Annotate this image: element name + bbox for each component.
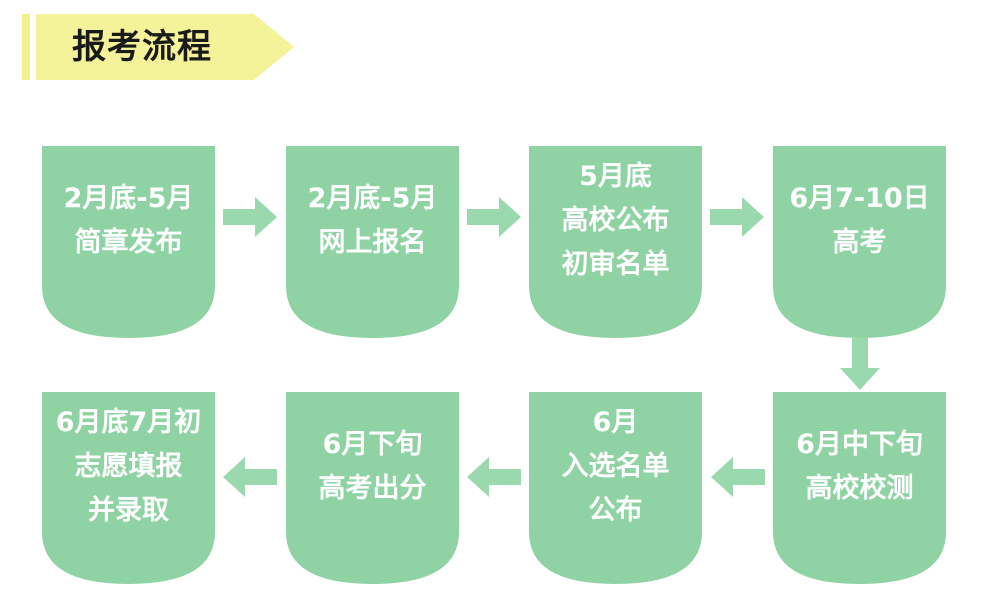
step-node-8: 6月底7月初 志愿填报 并录取 — [42, 392, 215, 584]
step-3-line-3: 初审名单 — [561, 249, 670, 280]
step-4-line-2: 高考 — [832, 227, 887, 258]
step-node-4: 6月7-10日 高考 — [773, 146, 946, 338]
step-1-line-1: 2月底-5月 — [63, 183, 194, 214]
step-8-line-2: 志愿填报 — [74, 451, 183, 482]
step-7-line-2: 高考出分 — [318, 473, 427, 504]
step-6-line-1: 6月 — [592, 407, 639, 438]
step-1-line-2: 简章发布 — [74, 227, 183, 258]
step-6-line-3: 公布 — [588, 495, 643, 526]
arrow-left-icon — [467, 457, 521, 497]
step-7-line-1: 6月下旬 — [322, 429, 423, 460]
arrow-down-icon — [840, 338, 880, 390]
step-5-line-2: 高校校测 — [805, 473, 914, 504]
step-node-3: 5月底 高校公布 初审名单 — [529, 146, 702, 338]
step-8-line-1: 6月底7月初 — [55, 407, 202, 438]
arrow-right-icon — [223, 197, 277, 237]
title-accent-bar — [22, 14, 30, 80]
arrow-right-icon — [467, 197, 521, 237]
step-node-2: 2月底-5月 网上报名 — [286, 146, 459, 338]
step-6-line-2: 入选名单 — [561, 451, 670, 482]
step-3-line-2: 高校公布 — [561, 205, 670, 236]
arrow-right-icon — [710, 197, 764, 237]
section-title: 报考流程 — [22, 14, 294, 80]
page-title: 报考流程 — [72, 27, 212, 67]
step-2-line-1: 2月底-5月 — [307, 183, 438, 214]
step-node-6: 6月 入选名单 公布 — [529, 392, 702, 584]
step-node-5: 6月中下旬 高校校测 — [773, 392, 946, 584]
arrow-left-icon — [223, 457, 277, 497]
step-8-line-3: 并录取 — [88, 495, 169, 526]
step-node-1: 2月底-5月 简章发布 — [42, 146, 215, 338]
title-banner-shape — [36, 14, 294, 80]
step-3-line-1: 5月底 — [579, 161, 652, 192]
arrow-left-icon — [711, 457, 765, 497]
step-4-line-1: 6月7-10日 — [789, 183, 930, 214]
step-5-line-1: 6月中下旬 — [796, 429, 923, 460]
step-node-7: 6月下旬 高考出分 — [286, 392, 459, 584]
step-2-line-2: 网上报名 — [318, 227, 427, 258]
